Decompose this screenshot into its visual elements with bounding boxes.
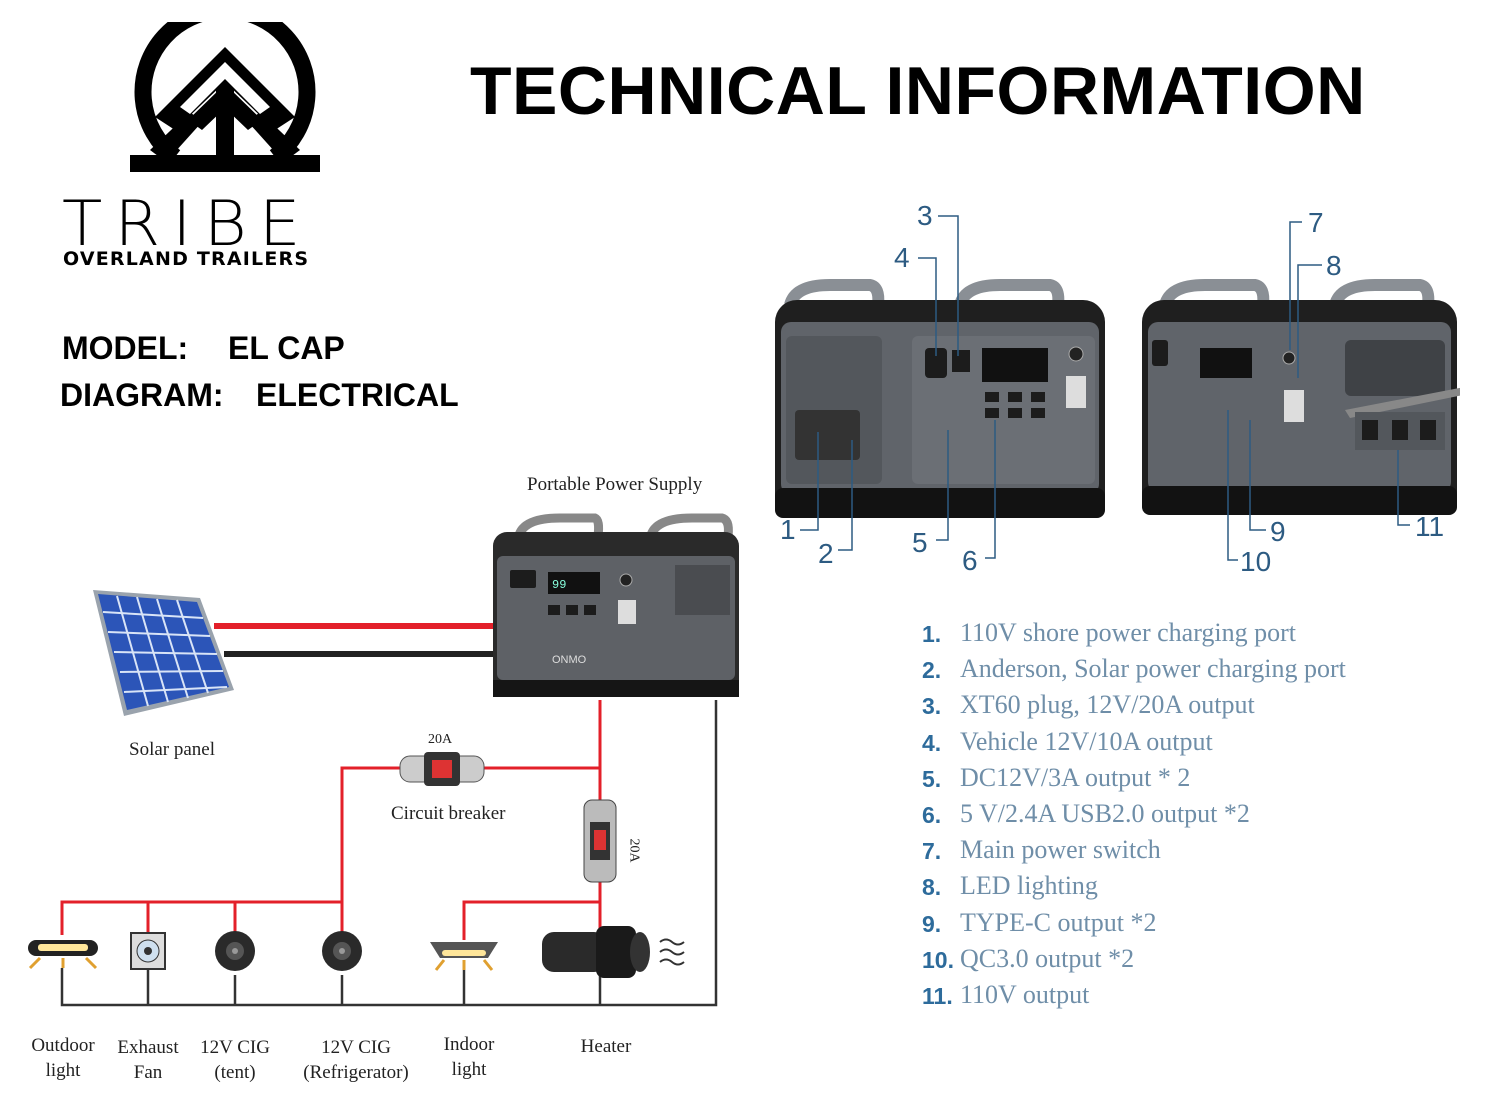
brand-name: TRIBE <box>62 186 313 261</box>
outdoor-light-icon <box>28 940 98 970</box>
model-value: EL CAP <box>228 330 345 366</box>
tribe-logo-emblem <box>130 22 320 172</box>
spec-item: 3.XT60 plug, 12V/20A output <box>922 690 1255 720</box>
callout-6: 6 <box>962 545 978 576</box>
power-station-front-photo <box>775 279 1105 518</box>
inline-fuse-icon <box>583 799 617 883</box>
power-station-side-photo <box>1142 279 1460 515</box>
callout-2: 2 <box>818 538 834 569</box>
spec-item: 2.Anderson, Solar power charging port <box>922 654 1346 684</box>
diagram-label: DIAGRAM: <box>60 377 224 413</box>
spec-item: 5.DC12V/3A output * 2 <box>922 762 1191 792</box>
cig-socket-refrigerator-icon <box>322 931 362 971</box>
callout-10: 10 <box>1240 546 1272 577</box>
callout-7: 7 <box>1308 207 1324 238</box>
power-station-photos <box>775 215 1460 561</box>
breaker-rating: 20A <box>428 732 453 747</box>
station-brand: ONMO <box>552 654 587 666</box>
spec-item: 8.LED lighting <box>922 871 1098 901</box>
power-station-icon: 99 ONMO <box>493 513 739 697</box>
callout-8: 8 <box>1326 250 1342 281</box>
exhaust-fan-icon <box>130 932 166 970</box>
spec-item: 1.110V shore power charging port <box>922 618 1297 647</box>
page-title: TECHNICAL INFORMATION <box>470 53 1366 129</box>
indoor-light-icon <box>430 942 498 971</box>
load-label-cig-refrigerator: 12V CIG(Refrigerator) <box>303 1037 409 1083</box>
model-label: MODEL: <box>62 330 189 366</box>
spec-list: 1.110V shore power charging port 2.Ander… <box>922 618 1346 1016</box>
callout-3: 3 <box>917 200 933 231</box>
callout-1: 1 <box>780 514 796 545</box>
breaker-label: Circuit breaker <box>391 803 506 824</box>
callout-4: 4 <box>894 242 910 273</box>
spec-item: 7.Main power switch <box>922 835 1161 865</box>
callout-5: 5 <box>912 527 928 558</box>
spec-item: 6.5 V/2.4A USB2.0 output *2 <box>922 798 1250 828</box>
spec-item: 11. 110V output <box>922 979 1090 1009</box>
callout-11: 11 <box>1415 511 1445 542</box>
circuit-breaker-icon <box>399 752 485 786</box>
solar-panel-icon <box>93 590 234 716</box>
solar-panel-label: Solar panel <box>129 739 216 760</box>
fuse-rating: 20A <box>626 838 642 863</box>
heater-icon <box>542 926 685 978</box>
wiring-diagram: 99 ONMO <box>28 513 739 1007</box>
load-label-heater: Heater <box>580 1036 632 1057</box>
spec-item: 4.Vehicle 12V/10A output <box>922 726 1213 756</box>
spec-item: 9.TYPE-C output *2 <box>922 907 1157 937</box>
spec-item: 10. QC3.0 output *2 <box>922 943 1135 973</box>
power-supply-label: Portable Power Supply <box>527 474 703 495</box>
station-display: 99 <box>552 578 566 592</box>
callout-9: 9 <box>1270 516 1286 547</box>
cig-socket-tent-icon <box>215 931 255 971</box>
load-label-cig-tent: 12V CIG(tent) <box>200 1037 270 1083</box>
brand-tagline: OVERLAND TRAILERS <box>63 248 310 270</box>
diagram-value: ELECTRICAL <box>256 377 459 413</box>
